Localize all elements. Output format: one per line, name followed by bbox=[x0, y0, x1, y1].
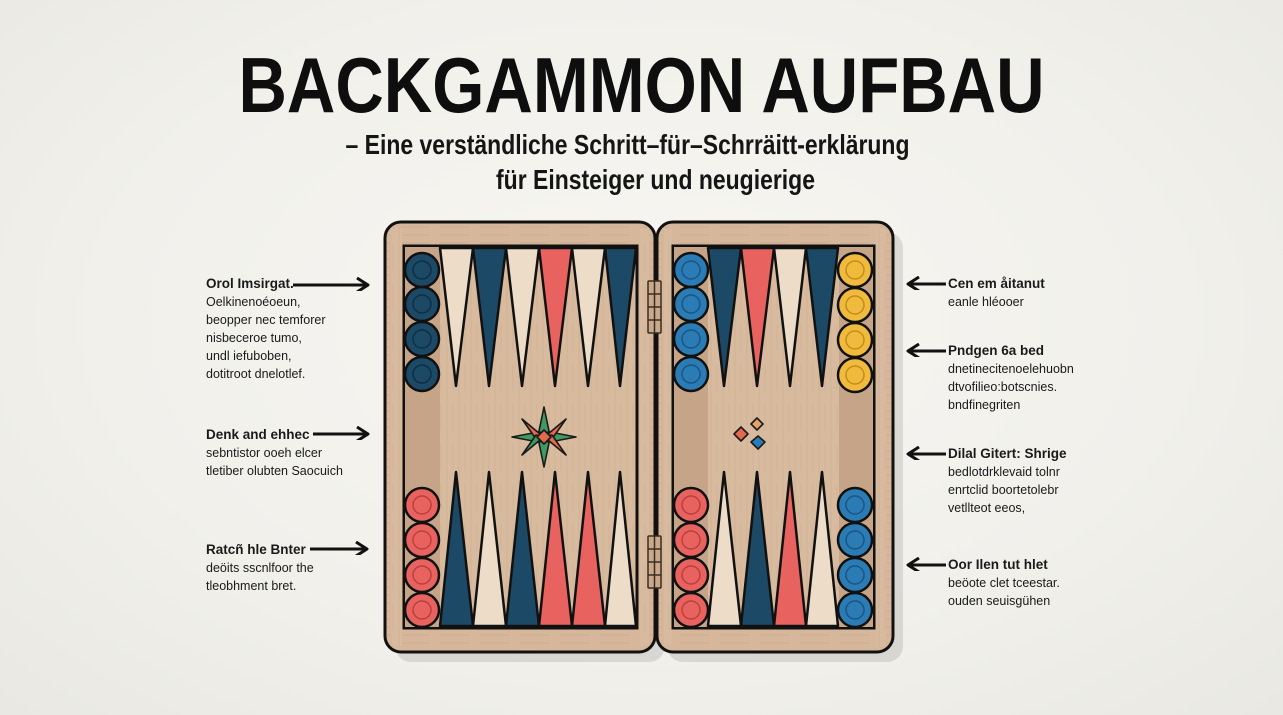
annotation-right-2: Pndgen 6a bed dnetinecitenoelehuobn dtvo… bbox=[948, 342, 1074, 414]
annotation-text: nisbeceroe tumo, bbox=[206, 331, 302, 345]
annotation-left-2: Denk and ehhec sebntistor ooeh elcer tle… bbox=[206, 426, 343, 480]
annotation-heading: Pndgen 6a bed bbox=[948, 343, 1045, 358]
annotation-text: sebntistor ooeh elcer bbox=[206, 446, 323, 460]
page-title: BACKGAMMON AUFBAU bbox=[238, 41, 1045, 129]
annotation-text: undl iefuboben, bbox=[206, 349, 292, 363]
annotation-text: bedlotdrklevaid tolnr bbox=[948, 465, 1060, 479]
annotation-text: bndfinegriten bbox=[948, 398, 1021, 412]
annotation-heading: Orol Imsirgat. bbox=[206, 276, 294, 291]
subtitle-line-1: – Eine verständliche Schritt–für–Schrräi… bbox=[345, 129, 910, 160]
annotation-text: Oelkinenoéoeun, bbox=[206, 295, 301, 309]
arrow-left-icon bbox=[906, 343, 946, 357]
star-compass-icon bbox=[511, 406, 577, 468]
annotation-text: enrtclid boortetolebr bbox=[948, 483, 1059, 497]
annotation-text: dtvofilieo:botscnies. bbox=[948, 380, 1058, 394]
board-right-half bbox=[655, 220, 895, 654]
annotation-text: dnetinecitenoelehuobn bbox=[948, 362, 1074, 376]
annotation-text: beöote clet tceestar. bbox=[948, 576, 1060, 590]
arrow-left-icon bbox=[906, 276, 946, 290]
annotation-text: ouden seuisgühen bbox=[948, 594, 1051, 608]
annotation-left-1: Orol Imsirgat. Oelkinenoéoeun, beopper n… bbox=[206, 275, 326, 383]
annotation-heading: Oor Ilen tut hlet bbox=[948, 557, 1048, 572]
annotation-text: eanle hléooer bbox=[948, 295, 1024, 309]
annotation-heading: Ratcñ hle Bnter bbox=[206, 542, 306, 557]
annotation-text: tletiber olubten Saocuich bbox=[206, 464, 343, 478]
diamonds-icon bbox=[733, 417, 766, 450]
annotation-left-3: Ratcñ hle Bnter deöits sscnlfoor the tle… bbox=[206, 541, 314, 595]
checker-stack-yellow bbox=[836, 251, 874, 394]
checker-stack-red bbox=[672, 486, 710, 629]
subtitle-line-2: für Einsteiger und neugierige bbox=[496, 164, 815, 195]
annotation-heading: Cen em åitanut bbox=[948, 276, 1045, 291]
annotation-text: beopper nec temforer bbox=[206, 313, 326, 327]
arrow-right-icon bbox=[293, 277, 370, 291]
annotation-text: vetllteot eeos, bbox=[948, 501, 1026, 515]
hinge-icon bbox=[647, 535, 662, 589]
annotation-right-3: Dilal Gitert: Shrige bedlotdrklevaid tol… bbox=[948, 445, 1067, 517]
annotation-text: deöits sscnlfoor the bbox=[206, 561, 314, 575]
annotation-right-1: Cen em åitanut eanle hléooer bbox=[948, 275, 1045, 311]
checker-stack-blue bbox=[672, 251, 710, 393]
arrow-right-icon bbox=[310, 541, 369, 555]
annotation-heading: Denk and ehhec bbox=[206, 427, 310, 442]
arrow-right-icon bbox=[313, 426, 370, 440]
annotation-right-4: Oor Ilen tut hlet beöote clet tceestar. … bbox=[948, 556, 1060, 610]
checker-stack-navy bbox=[403, 251, 441, 393]
arrow-left-icon bbox=[906, 557, 946, 571]
board-left-half bbox=[383, 220, 657, 654]
annotation-text: tleobhment bret. bbox=[206, 579, 297, 593]
annotation-heading: Dilal Gitert: Shrige bbox=[948, 446, 1067, 461]
hinge-icon bbox=[647, 280, 662, 334]
checker-stack-blue bbox=[836, 486, 874, 629]
annotation-text: dotitroot dnelotlef. bbox=[206, 367, 306, 381]
checker-stack-red bbox=[403, 486, 441, 629]
arrow-left-icon bbox=[906, 446, 946, 460]
